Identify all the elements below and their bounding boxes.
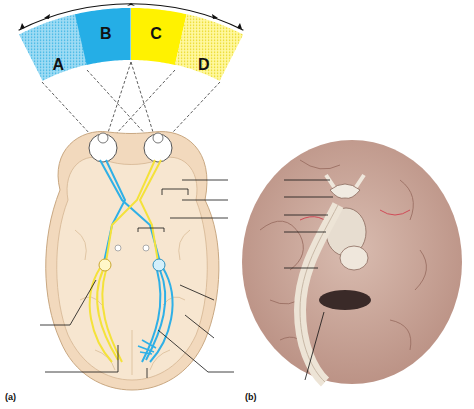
visual-field-band: D	[175, 14, 243, 81]
visual-field-band: A	[19, 14, 87, 81]
panel-label: (b)	[245, 392, 257, 402]
field-letter: D	[198, 56, 210, 74]
field-letter: C	[150, 25, 162, 43]
field-letter: A	[52, 56, 64, 74]
field-letter: B	[100, 25, 112, 43]
visual-field-band: B	[75, 8, 131, 65]
panel-label: (a)	[5, 392, 16, 402]
